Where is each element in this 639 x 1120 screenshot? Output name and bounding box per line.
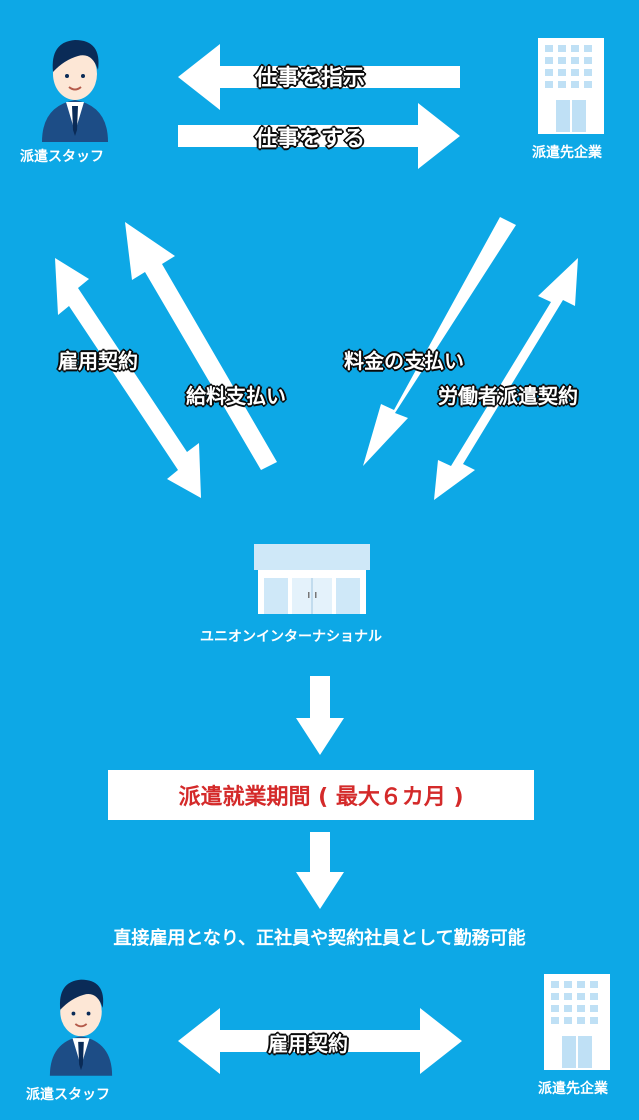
company-label-bottom: 派遣先企業 xyxy=(538,1081,608,1097)
staff-person-icon-bottom xyxy=(49,979,113,1076)
company-label-top: 派遣先企業 xyxy=(532,145,602,161)
staff-label-top: 派遣スタッフ xyxy=(20,149,104,165)
company-building-icon-bottom xyxy=(544,974,610,1070)
dispatch-contract-label: 労働者派遣契約 xyxy=(438,384,578,408)
work-label: 仕事をする xyxy=(255,127,366,152)
fee-arrow xyxy=(363,217,516,466)
bottom-double-arrow xyxy=(178,1008,462,1074)
bottom-contract-label: 雇用契約 xyxy=(268,1032,348,1056)
staff-person-icon xyxy=(42,40,108,142)
horizontal-arrows-top xyxy=(178,44,460,169)
employment-double-arrow xyxy=(55,258,201,498)
salary-arrow xyxy=(125,222,277,470)
work-arrow-right xyxy=(178,103,460,169)
down-arrow-1 xyxy=(296,676,344,755)
instruct-label: 仕事を指示 xyxy=(255,66,366,91)
company-building-icon xyxy=(538,38,604,134)
down-arrow-2 xyxy=(296,832,344,909)
salary-payment-label: 給料支払い xyxy=(186,384,286,408)
agency-store-icon xyxy=(254,544,370,614)
dispatch-double-arrow xyxy=(434,258,578,500)
dispatch-period-box: 派遣就業期間 ( 最大６カ月 ) xyxy=(108,770,534,820)
agency-label: ユニオンインターナショナル xyxy=(200,629,382,645)
staff-label-bottom: 派遣スタッフ xyxy=(26,1087,110,1103)
dispatch-period-text: 派遣就業期間 ( 最大６カ月 ) xyxy=(178,785,464,810)
employment-contract-label: 雇用契約 xyxy=(58,349,138,373)
down-arrows xyxy=(296,676,344,909)
diagonal-arrows xyxy=(55,217,578,500)
fee-payment-label: 料金の支払い xyxy=(344,349,464,373)
direct-employment-note: 直接雇用となり、正社員や契約社員として勤務可能 xyxy=(113,928,526,949)
instruct-arrow-left xyxy=(178,44,460,110)
